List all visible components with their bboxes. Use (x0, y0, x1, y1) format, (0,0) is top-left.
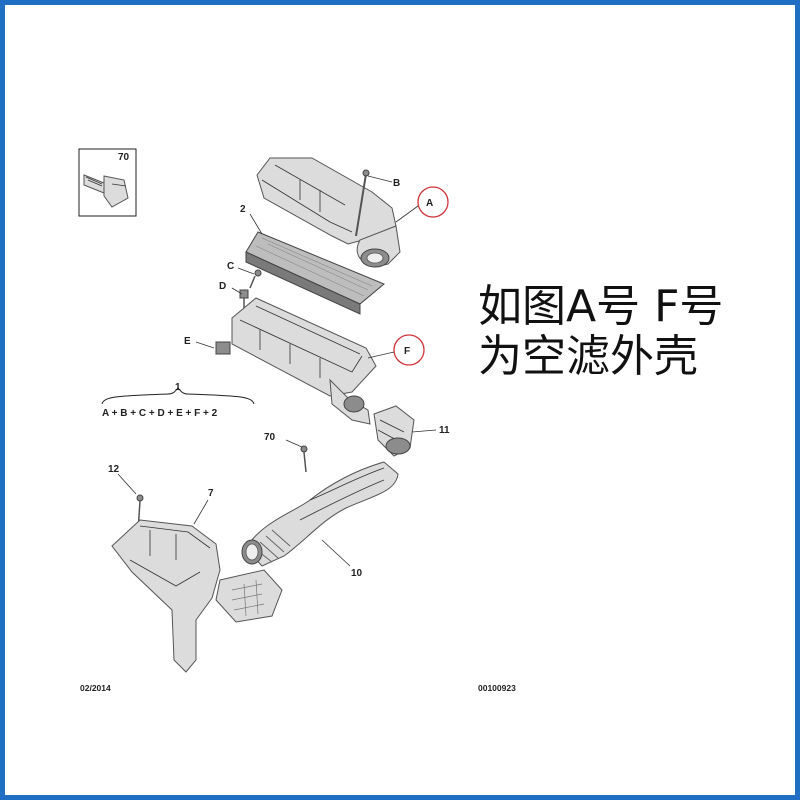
label-11: 11 (439, 425, 450, 436)
caption-line-2: 为空滤外壳 (478, 331, 698, 382)
part-7-resonator (111, 519, 283, 673)
footer-ref: 00100923 (478, 683, 516, 693)
part-a-upper-cover (256, 157, 401, 268)
part-b-screw (355, 169, 370, 237)
assembly-formula: A + B + C + D + E + F + 2 (102, 408, 218, 419)
part-10-intake-duct (241, 461, 399, 567)
label-a: A (426, 198, 433, 209)
highlight-circle-f (393, 334, 425, 366)
inset-bolt-box: 70 (78, 148, 137, 217)
part-2-filter-element (245, 231, 385, 315)
assembly-brace (101, 387, 255, 405)
part-70-bolt (300, 445, 308, 473)
part-11-connector (373, 405, 415, 457)
label-10: 10 (351, 568, 363, 579)
label-c: C (227, 261, 234, 272)
bolt-icon (83, 174, 129, 208)
label-b: B (393, 178, 400, 189)
label-12: 12 (108, 464, 120, 475)
label-70: 70 (264, 432, 276, 443)
footer-date: 02/2014 (80, 683, 111, 693)
label-7: 7 (208, 488, 214, 499)
leader-lines (117, 175, 437, 567)
part-e-bracket (215, 341, 231, 355)
highlight-circle-a (417, 186, 449, 218)
label-d: D (219, 281, 226, 292)
label-1: 1 (175, 382, 181, 393)
label-e: E (184, 336, 191, 347)
part-c-clip (249, 269, 262, 289)
label-2: 2 (240, 204, 246, 215)
part-f-lower-housing (231, 297, 377, 425)
inset-label: 70 (118, 152, 130, 163)
caption-line-1: 如图A号 F号 (478, 281, 724, 332)
label-f: F (404, 346, 410, 357)
